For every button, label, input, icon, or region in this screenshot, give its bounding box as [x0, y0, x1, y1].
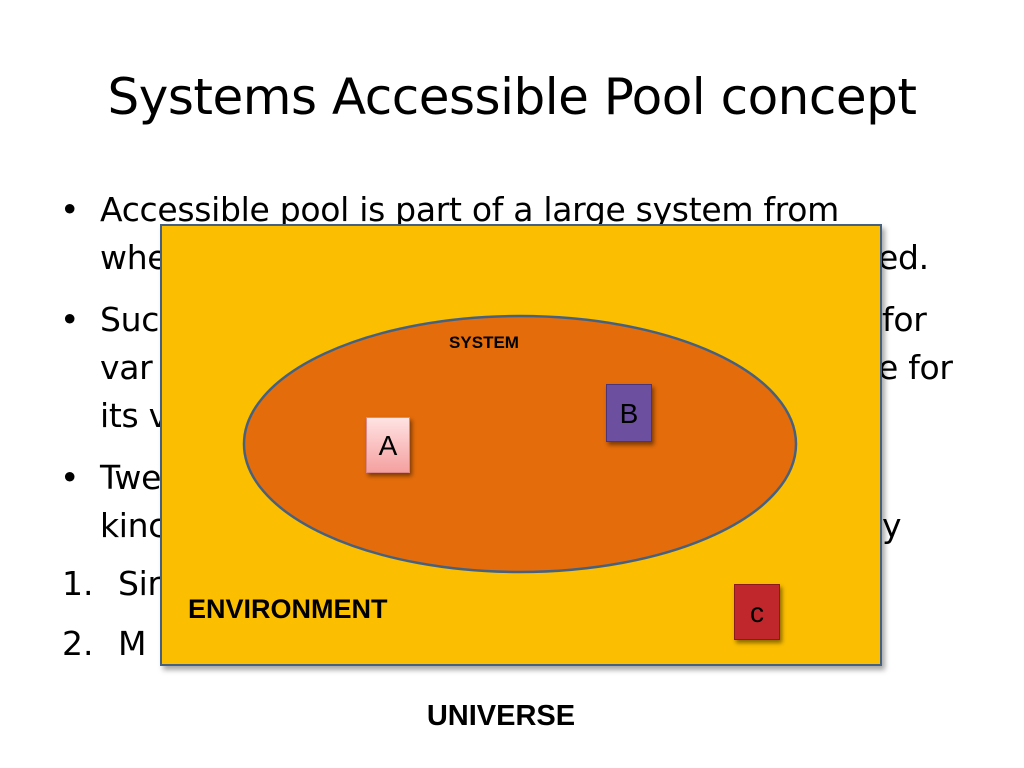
bullet-line: Suc: [100, 300, 160, 339]
bullet-line: ed.: [878, 238, 929, 277]
bullet-line: e for: [878, 348, 953, 387]
bullet-marker: •: [60, 300, 80, 339]
node-a: A: [366, 417, 410, 473]
bullet-line: for: [882, 300, 927, 339]
list-number: 1.: [62, 564, 94, 603]
universe-label: UNIVERSE: [426, 700, 576, 732]
bullet-marker: •: [60, 190, 80, 229]
list-item-text: M: [118, 624, 147, 663]
list-item-text: Sir: [118, 564, 161, 603]
bullet-line: var: [100, 348, 153, 387]
bullet-line: y: [882, 506, 902, 545]
node-b: B: [606, 384, 652, 442]
environment-label: ENVIRONMENT: [188, 594, 388, 624]
bullet-line: kinc: [100, 506, 167, 545]
bullet-marker: •: [60, 458, 80, 497]
bullet-line: its v: [100, 396, 168, 435]
system-label: SYSTEM: [449, 333, 519, 352]
list-number: 2.: [62, 624, 94, 663]
node-c: c: [734, 584, 780, 640]
bullet-line: Accessible pool is part of a large syste…: [100, 190, 839, 229]
bullet-line: whe: [100, 238, 168, 277]
bullet-line: Twe: [100, 458, 162, 497]
slide-title: Systems Accessible Pool concept: [107, 68, 917, 126]
